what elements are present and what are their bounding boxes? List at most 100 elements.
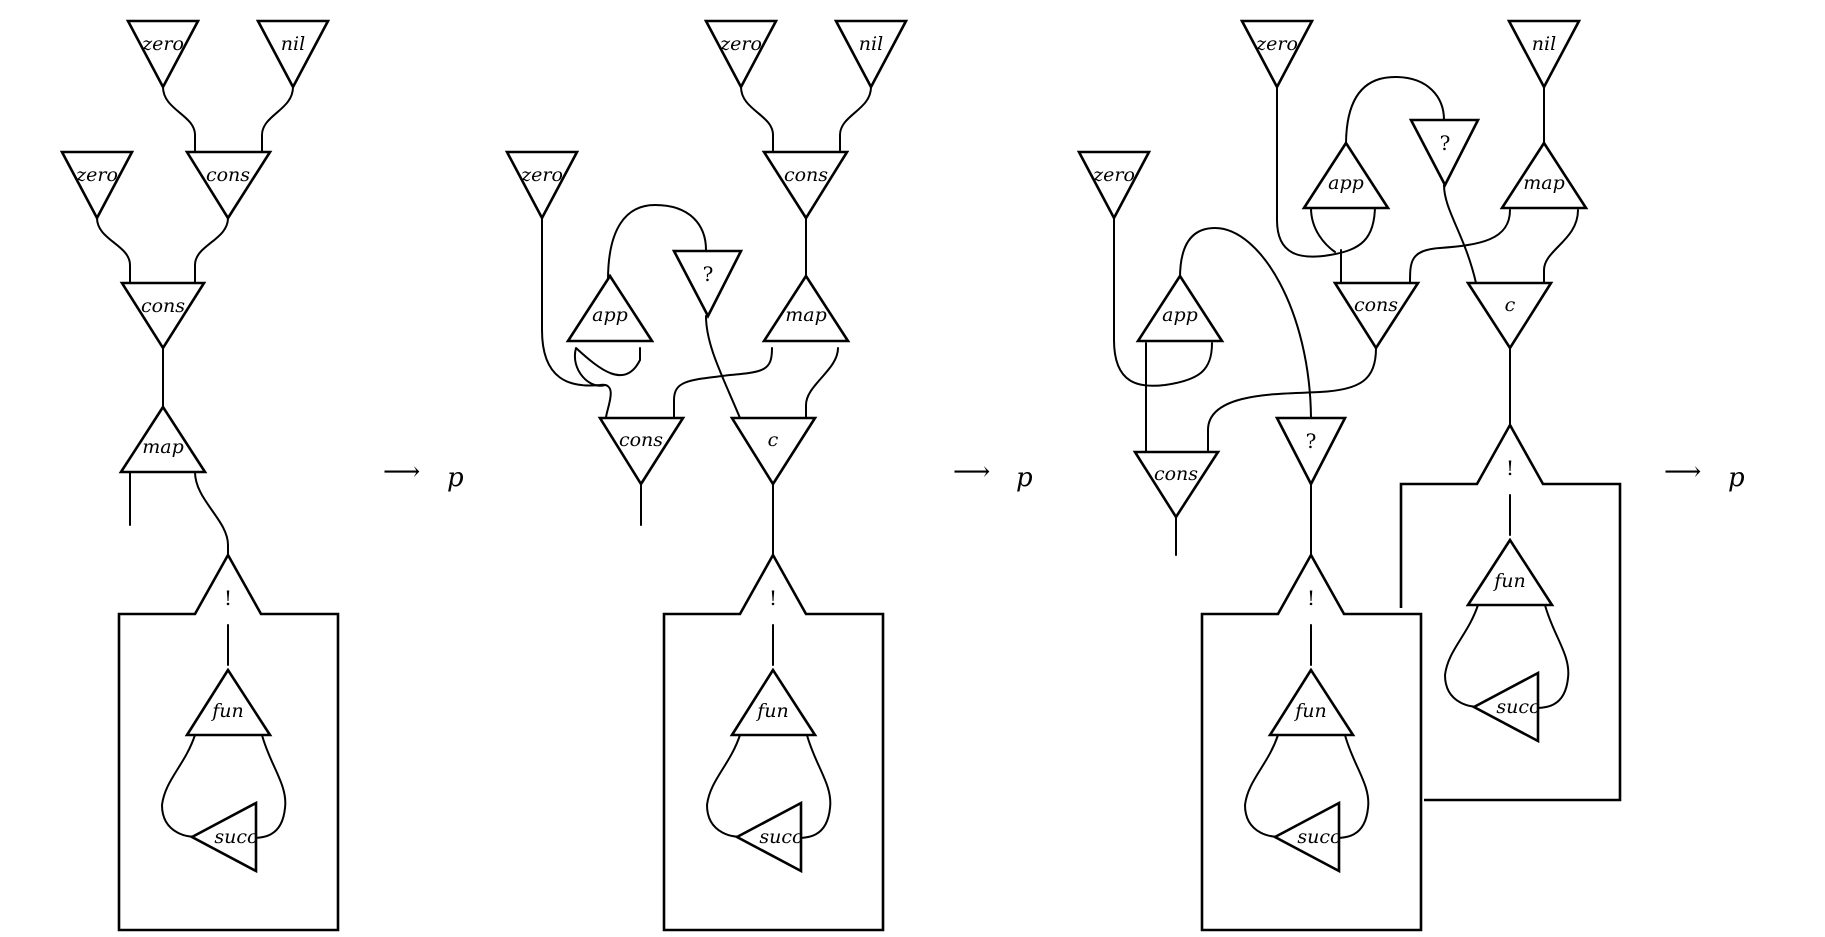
wire [794, 734, 832, 839]
wire [805, 347, 839, 419]
zero-node [504, 150, 580, 221]
fun-node [729, 667, 818, 737]
succ-label: succ [214, 826, 258, 848]
fun-label: fun [210, 700, 244, 722]
zero-label: zero [719, 33, 762, 55]
hole-label: ? [1306, 429, 1317, 453]
app-node [1135, 273, 1225, 343]
wire [839, 86, 872, 153]
wire [740, 86, 774, 153]
arrow-glyph: ⟶ [383, 457, 420, 487]
wire [1243, 734, 1279, 838]
wire [673, 347, 773, 419]
zero-node [59, 150, 135, 221]
succ-label: succ [1297, 826, 1341, 848]
reduction-arrow: ⟶ p [953, 457, 1033, 493]
bang-label: ! [224, 586, 232, 610]
nil-node [255, 19, 331, 90]
c-label: c [1505, 294, 1516, 316]
arrow-subscript: p [447, 463, 464, 493]
arrow-glyph: ⟶ [953, 457, 990, 487]
wire [573, 347, 641, 387]
bang-label: ! [769, 586, 777, 610]
arrow-subscript: p [1728, 463, 1745, 493]
wire [1113, 217, 1213, 387]
cons-label: cons [784, 164, 828, 186]
map-label: map [142, 436, 184, 458]
fun-node [1267, 667, 1356, 737]
wire [607, 203, 707, 281]
map-node [761, 273, 851, 343]
zero-node [1239, 19, 1315, 90]
wire [1409, 209, 1511, 284]
cons-node [597, 416, 686, 487]
wire [1543, 209, 1579, 284]
promotion-box [1200, 552, 1423, 932]
app-node [1301, 140, 1391, 210]
hole-node [671, 249, 744, 319]
promotion-box [662, 552, 885, 932]
wire [249, 734, 287, 839]
cons-node [1132, 450, 1221, 520]
succ-node [1272, 800, 1341, 874]
map-node [1499, 140, 1589, 210]
zero-node [1076, 150, 1152, 221]
zero-label: zero [1092, 164, 1135, 186]
wire [1276, 86, 1376, 258]
wire [1207, 347, 1377, 453]
cons-node [761, 150, 850, 221]
wire [705, 315, 741, 419]
cons-label: cons [1154, 463, 1198, 485]
arrow-glyph: ⟶ [1664, 457, 1701, 487]
fun-label: fun [1293, 700, 1327, 722]
c-node [1465, 281, 1554, 351]
cons-label: cons [619, 429, 663, 451]
zero-label: zero [520, 164, 563, 186]
zero-node [125, 19, 201, 90]
wire [96, 217, 131, 284]
map-label: map [1523, 172, 1565, 194]
wire [705, 734, 741, 838]
nil-label: nil [1532, 33, 1556, 55]
bang-label: ! [1307, 586, 1315, 610]
nil-label: nil [281, 33, 305, 55]
wire [1179, 226, 1312, 419]
wire [541, 217, 612, 419]
c-node [729, 416, 818, 487]
wire [162, 86, 196, 153]
map-label: map [785, 304, 827, 326]
succ-label: succ [759, 826, 803, 848]
succ-label: succ [1496, 696, 1540, 718]
stage-2: ! zero nil zero cons app ? map cons c fu… [504, 19, 909, 932]
wire [160, 734, 196, 838]
zero-label: zero [141, 33, 184, 55]
wire [194, 471, 229, 556]
hole-label: ? [703, 262, 714, 286]
cons-label: cons [141, 295, 185, 317]
zero-node [703, 19, 779, 90]
wire [194, 217, 229, 284]
cons-label: cons [206, 164, 250, 186]
arrow-subscript: p [1016, 463, 1033, 493]
cons-label: cons [1354, 294, 1398, 316]
promotion-box [117, 552, 340, 932]
nil-node [833, 19, 909, 90]
zero-label: zero [75, 164, 118, 186]
hole-label: ? [1440, 131, 1451, 155]
fun-label: fun [1492, 570, 1526, 592]
wire [1443, 604, 1479, 708]
cons-node [1332, 281, 1421, 351]
fun-node [184, 667, 273, 737]
stage-1: ! zero nil zero cons cons map fun succ [59, 19, 340, 932]
app-label: app [1328, 172, 1364, 194]
wire [261, 86, 294, 153]
wire [1443, 184, 1477, 284]
succ-node [734, 800, 803, 874]
map-node [118, 404, 208, 474]
wire [1310, 207, 1336, 253]
cons-node [119, 281, 207, 351]
fun-label: fun [755, 700, 789, 722]
app-label: app [1162, 304, 1198, 326]
stage-3: ! ! zero nil zero app ? map cons c app c… [1076, 19, 1622, 932]
